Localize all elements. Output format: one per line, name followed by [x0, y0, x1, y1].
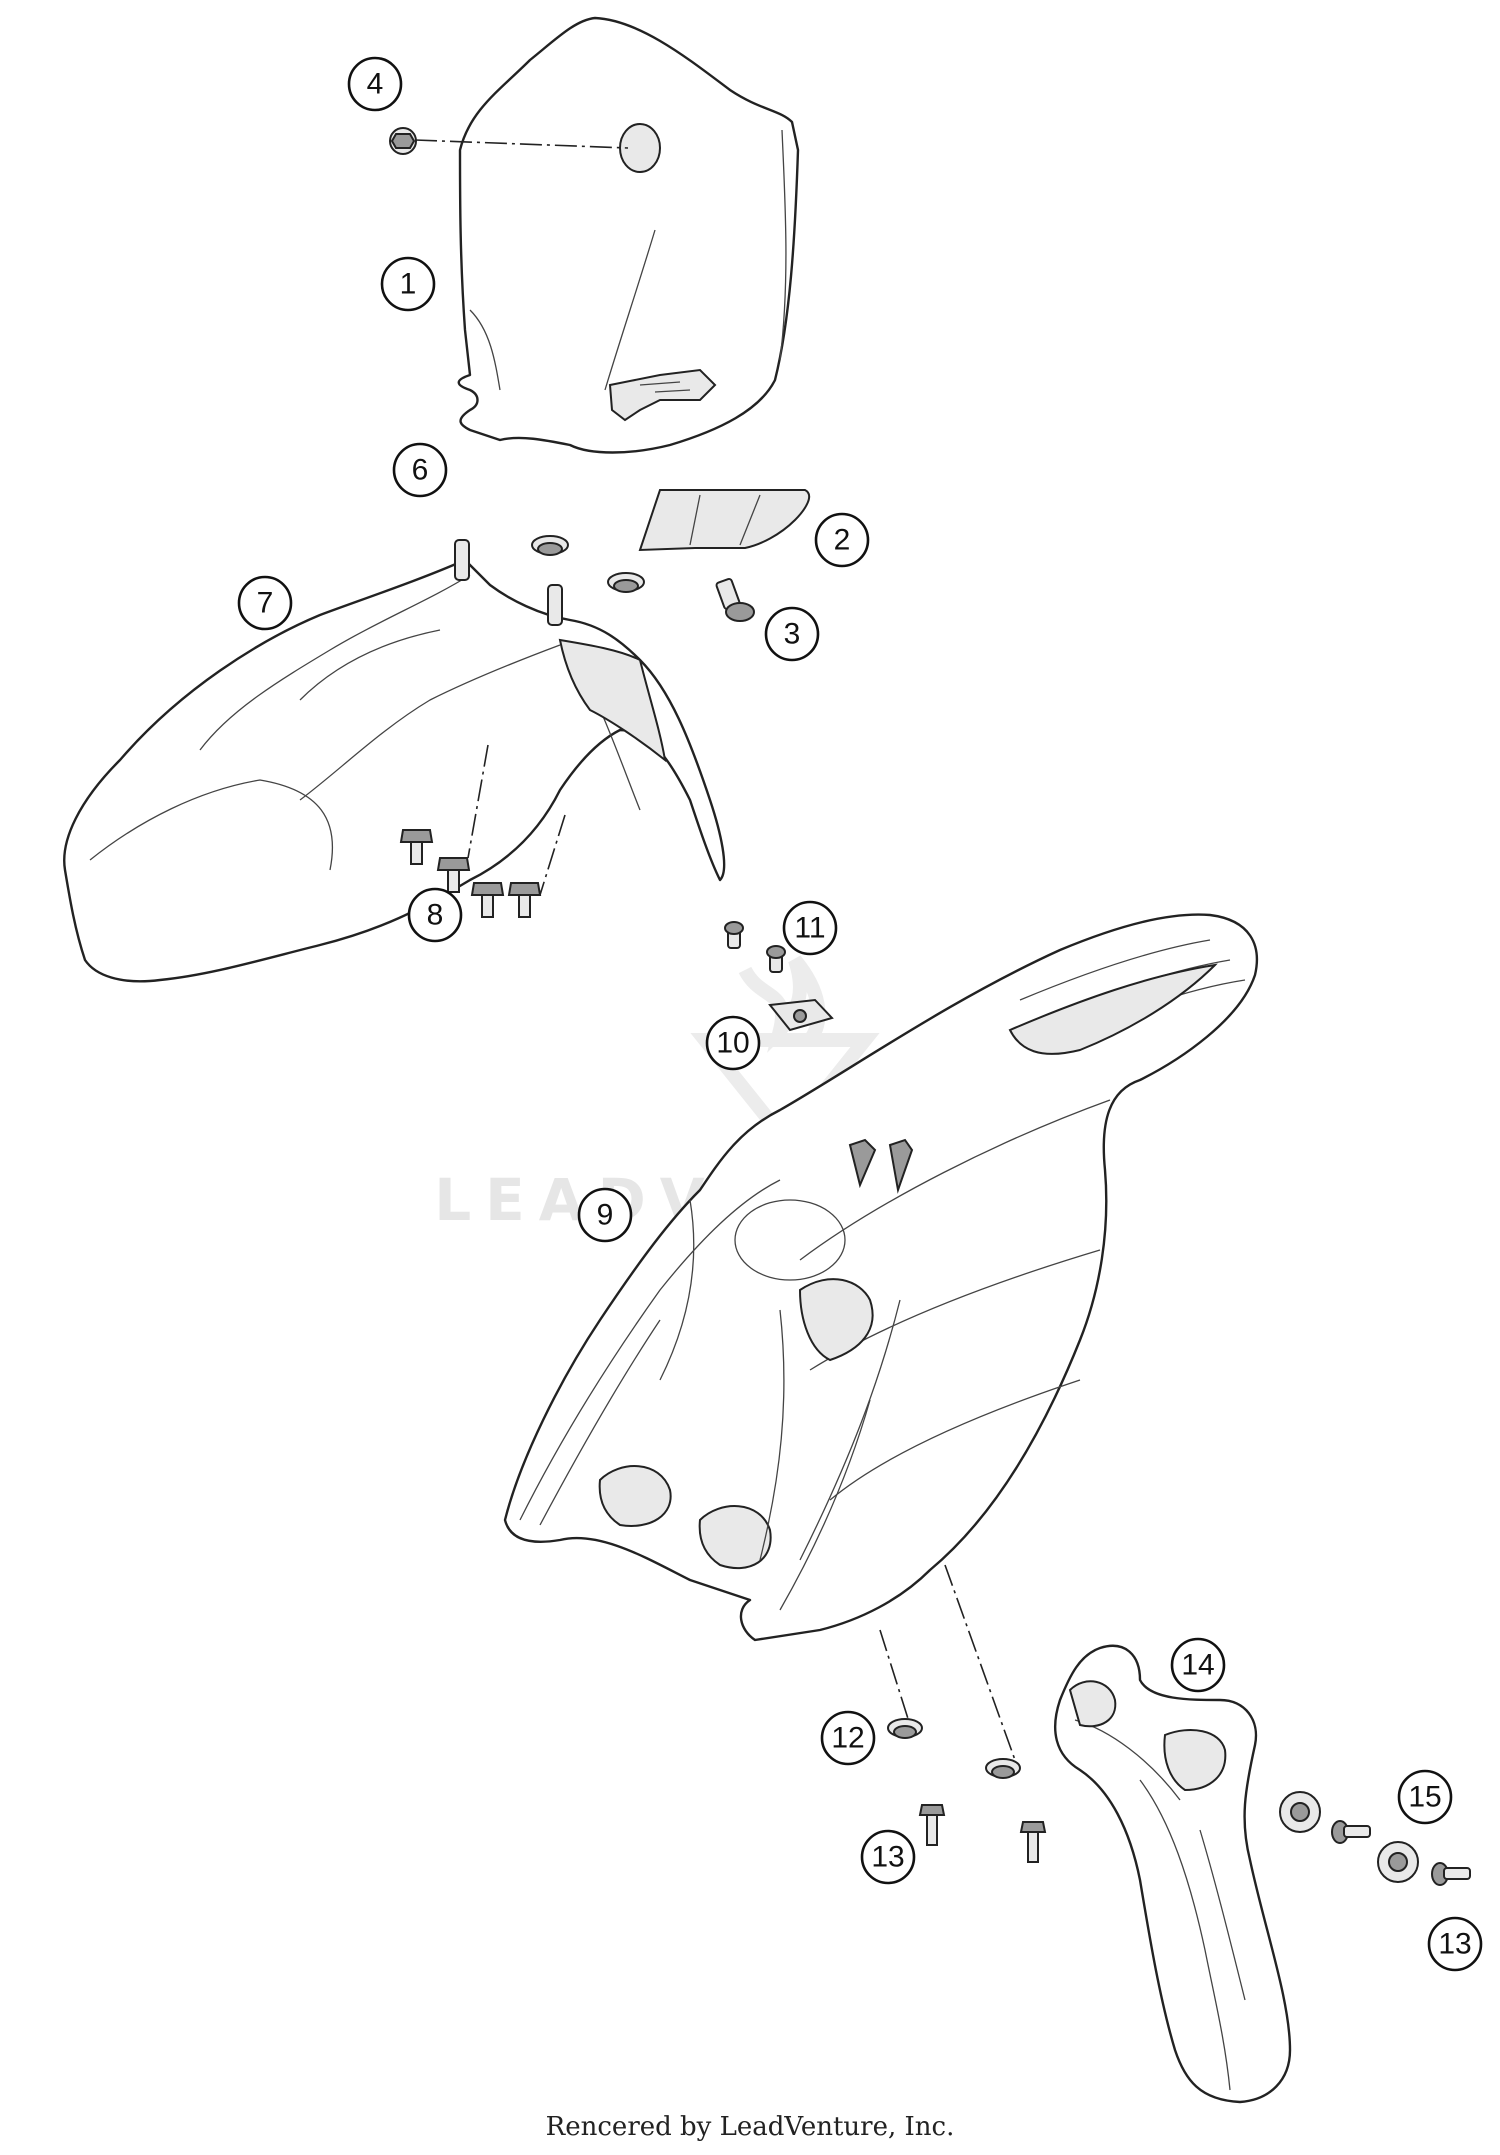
callout-1: 1	[380, 256, 436, 312]
callout-8: 8	[407, 887, 463, 943]
callout-3-label: 3	[784, 618, 801, 651]
callout-14-label: 14	[1181, 1649, 1214, 1682]
part-cover-fasteners	[1279, 1791, 1471, 1886]
part-plate-screw	[389, 127, 629, 155]
bolt	[918, 1804, 946, 1846]
part-bracket-clip	[768, 998, 834, 1032]
part-front-fender	[63, 539, 726, 983]
bolt	[399, 829, 434, 865]
callout-15-label: 15	[1408, 1781, 1441, 1814]
callout-12: 12	[820, 1710, 876, 1766]
callout-1-label: 1	[400, 268, 417, 301]
callout-6-label: 6	[412, 454, 429, 487]
part-rear-fasteners	[879, 1564, 1047, 1863]
callout-2: 2	[814, 512, 870, 568]
callout-11: 11	[782, 900, 838, 956]
callout-7-label: 7	[257, 587, 274, 620]
callout-11-label: 11	[794, 912, 825, 945]
callout-14: 14	[1170, 1637, 1226, 1693]
bolt	[1431, 1862, 1471, 1886]
part-side-cover	[1053, 1644, 1292, 2104]
callout-4: 4	[347, 56, 403, 112]
callout-13b-label: 13	[1438, 1928, 1471, 1961]
callout-2-label: 2	[834, 524, 851, 557]
callout-13: 13	[860, 1829, 916, 1885]
callout-8-label: 8	[427, 899, 444, 932]
render-credit: Rencered by LeadVenture, Inc.	[545, 2112, 955, 2142]
callout-4-label: 4	[367, 68, 384, 101]
callout-10-label: 10	[716, 1027, 749, 1060]
bolt	[470, 882, 505, 918]
part-plate-decal	[638, 489, 811, 552]
bolt	[1019, 1821, 1047, 1863]
callout-6: 6	[392, 442, 448, 498]
callout-13-label: 13	[871, 1841, 904, 1874]
part-decal-screw	[715, 577, 755, 622]
callout-12-label: 12	[831, 1722, 864, 1755]
part-small-screws	[724, 921, 786, 973]
callout-13b: 13	[1427, 1916, 1483, 1972]
callout-7: 7	[237, 575, 293, 631]
part-rear-fender	[503, 913, 1259, 1642]
callouts: 1 2 3 4 6 7 8 9 10 11 12 13 14 15 13	[237, 56, 1483, 1972]
callout-9-label: 9	[597, 1199, 614, 1232]
bolt	[507, 882, 542, 918]
part-grommets	[531, 535, 645, 593]
bolt	[1331, 1820, 1371, 1844]
part-fender-bolts	[399, 744, 566, 918]
callout-9: 9	[577, 1187, 633, 1243]
callout-15: 15	[1397, 1769, 1453, 1825]
part-number-plate	[457, 16, 800, 454]
bolt	[436, 857, 471, 893]
callout-10: 10	[705, 1015, 761, 1071]
callout-3: 3	[764, 606, 820, 662]
